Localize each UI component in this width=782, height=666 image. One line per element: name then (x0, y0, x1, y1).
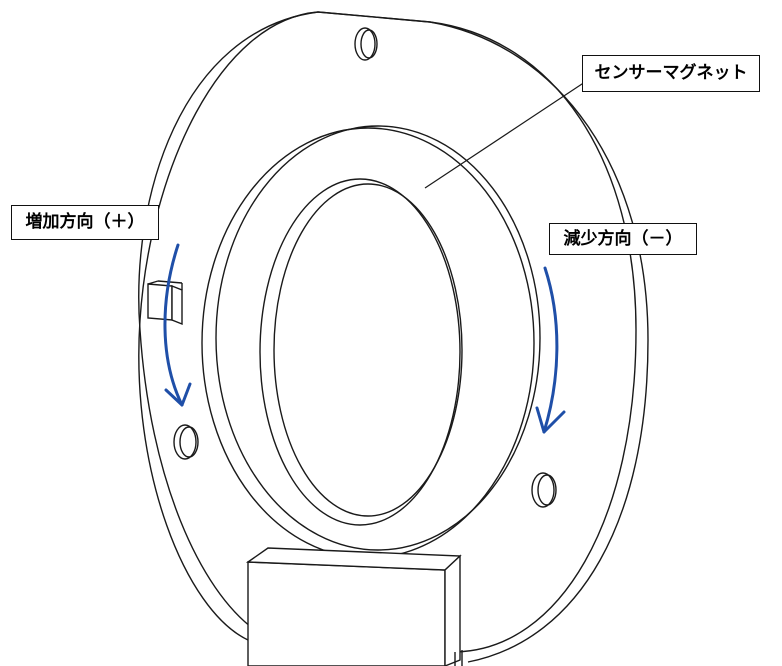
mounting-hole-top (354, 27, 378, 61)
flange (138, 11, 649, 663)
increase-direction-arrow (163, 243, 192, 407)
increase-direction-label: 増加方向（＋） (11, 205, 159, 240)
sensor-magnet-label: センサーマグネット (582, 55, 760, 92)
connector-block (245, 547, 462, 666)
decrease-direction-label: 減少方向（－） (549, 223, 697, 255)
decrease-direction-arrow (535, 266, 566, 434)
leader-line (424, 79, 589, 189)
sensor-magnet-ring (201, 125, 541, 559)
cable-tab (454, 650, 463, 666)
mounting-hole-left (173, 424, 199, 460)
mounting-hole-right (531, 472, 557, 508)
